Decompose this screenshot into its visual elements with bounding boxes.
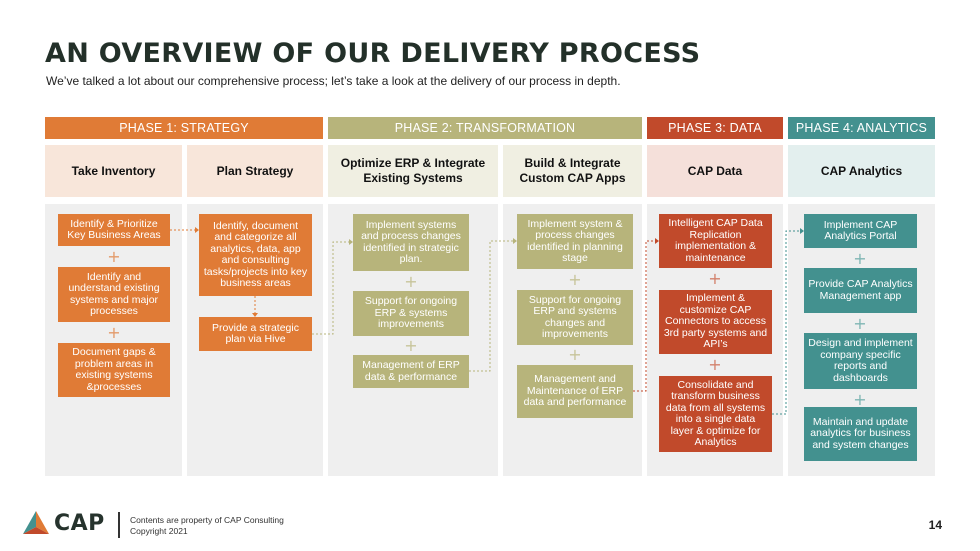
step-box: Support for ongoing ERP and systems chan… (517, 290, 633, 345)
plus-icon: + (107, 247, 121, 266)
phase-3-bar: PHASE 3: DATA (647, 117, 783, 139)
plus-icon: + (853, 249, 867, 268)
column-heading-cap-data: CAP Data (647, 145, 783, 197)
step-box: Implement CAP Analytics Portal (804, 214, 917, 248)
page-number: 14 (928, 518, 942, 532)
plus-icon: + (404, 336, 418, 355)
footer-note-line: Contents are property of CAP Consulting (130, 515, 284, 525)
step-box: Document gaps & problem areas in existin… (58, 343, 170, 397)
step-box: Intelligent CAP Data Replication impleme… (659, 214, 772, 268)
phase-2-bar: PHASE 2: TRANSFORMATION (328, 117, 642, 139)
column-heading-build-integrate: Build & Integrate Custom CAP Apps (503, 145, 642, 197)
step-box: Management and Maintenance of ERP data a… (517, 365, 633, 418)
footer-note-line: Copyright 2021 (130, 526, 188, 536)
plus-icon: + (708, 269, 722, 288)
plus-icon: + (853, 314, 867, 333)
step-box: Consolidate and transform business data … (659, 376, 772, 452)
column-body-1 (45, 204, 182, 476)
plus-icon: + (568, 270, 582, 289)
column-heading-optimize-erp: Optimize ERP & Integrate Existing System… (328, 145, 498, 197)
plus-icon: + (568, 345, 582, 364)
step-box: Provide a strategic plan via Hive (199, 317, 312, 351)
cap-logo-icon (23, 511, 49, 534)
logo-text: CAP (54, 510, 105, 536)
step-box: Identify & Prioritize Key Business Areas (58, 214, 170, 246)
phase-4-bar: PHASE 4: ANALYTICS (788, 117, 935, 139)
step-box: Provide CAP Analytics Management app (804, 268, 917, 313)
step-box: Management of ERP data & performance (353, 355, 469, 388)
step-box: Maintain and update analytics for busine… (804, 407, 917, 461)
footer-divider (118, 512, 120, 538)
column-heading-take-inventory: Take Inventory (45, 145, 182, 197)
step-box: Identify and understand existing systems… (58, 267, 170, 322)
page-subtitle: We’ve talked a lot about our comprehensi… (46, 74, 621, 88)
cap-logo: CAP (22, 510, 105, 536)
page-title: AN OVERVIEW OF OUR DELIVERY PROCESS (45, 38, 701, 69)
plus-icon: + (107, 323, 121, 342)
column-heading-plan-strategy: Plan Strategy (187, 145, 323, 197)
plus-icon: + (708, 355, 722, 374)
plus-icon: + (404, 272, 418, 291)
step-box: Implement & customize CAP Connectors to … (659, 290, 772, 354)
footer-note: Contents are property of CAP Consulting … (130, 515, 284, 537)
step-box: Implement systems and process changes id… (353, 214, 469, 271)
phase-1-bar: PHASE 1: STRATEGY (45, 117, 323, 139)
step-box: Implement system & process changes ident… (517, 214, 633, 269)
step-box: Design and implement company specific re… (804, 333, 917, 389)
step-box: Support for ongoing ERP & systems improv… (353, 291, 469, 336)
plus-icon: + (853, 390, 867, 409)
step-box: Identify, document and categorize all an… (199, 214, 312, 296)
column-heading-cap-analytics: CAP Analytics (788, 145, 935, 197)
